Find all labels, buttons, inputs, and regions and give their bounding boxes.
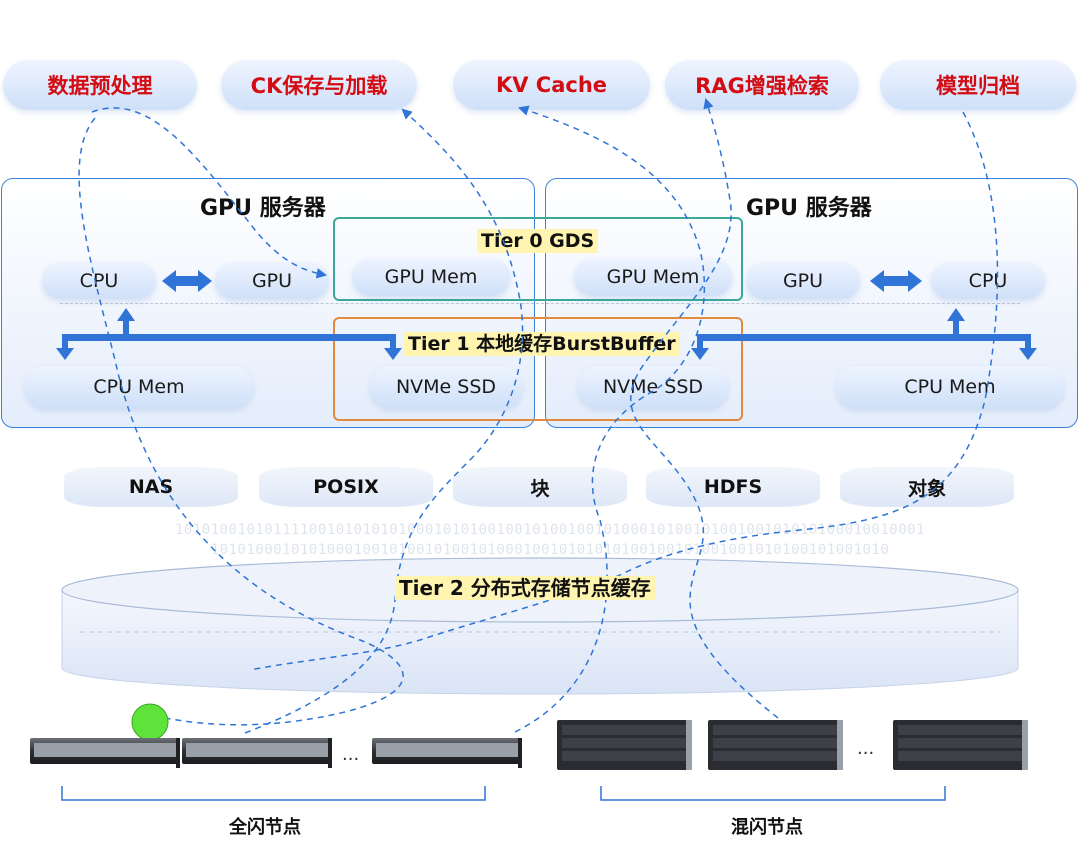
app-label: 数据预处理: [47, 74, 153, 98]
protocol-object: 对象: [840, 467, 1014, 507]
app-rag-retrieval: RAG增强检索: [665, 60, 859, 110]
tier1-label: Tier 1 本地缓存BurstBuffer: [404, 332, 680, 356]
gpu-server-title-right: GPU 服务器: [746, 196, 872, 221]
cpu-mem-chip-right: CPU Mem: [836, 366, 1064, 408]
app-checkpoint-save-load: CK保存与加载: [221, 60, 417, 110]
status-marker: [131, 703, 169, 741]
memory-bus-right: [691, 308, 1037, 360]
ellipsis-hybrid: ...: [857, 738, 875, 759]
nvme-ssd-chip-right: NVMe SSD: [578, 366, 728, 408]
cpu-chip-left: CPU: [42, 262, 156, 299]
all-flash-nodes-label: 全闪节点: [229, 817, 301, 838]
hybrid-bracket: [600, 786, 946, 801]
gpu-mem-chip-right: GPU Mem: [574, 258, 732, 296]
hybrid-server-3: [893, 720, 1028, 770]
tier0-box: [333, 217, 743, 301]
gpu-chip-right: GPU: [746, 262, 860, 299]
panel-divider: [60, 303, 1020, 304]
hybrid-nodes-label: 混闪节点: [731, 817, 803, 838]
chip-label: NVMe SSD: [602, 376, 704, 398]
nvme-ssd-chip-left: NVMe SSD: [370, 366, 522, 408]
gpu-server-title-left: GPU 服务器: [200, 196, 326, 221]
binary-line: 1010100010101000100101001010010100010010…: [210, 542, 890, 558]
tier2-cylinder: [61, 557, 1019, 695]
gpu-chip-left: GPU: [215, 262, 329, 299]
app-data-preprocessing: 数据预处理: [3, 60, 197, 110]
chip-label: GPU: [251, 269, 293, 292]
chip-label: CPU Mem: [93, 376, 185, 398]
data-flow-paths: [78, 97, 999, 734]
memory-bus-left: [56, 308, 402, 360]
cpu-gpu-link-right: [870, 270, 922, 292]
hybrid-server-1: [557, 720, 692, 770]
all-flash-bracket: [61, 786, 486, 801]
tier1-box: [333, 317, 743, 421]
chip-label: CPU Mem: [904, 376, 996, 398]
protocol-posix: POSIX: [259, 467, 433, 507]
chip-label: GPU Mem: [606, 266, 700, 288]
chip-label: GPU Mem: [384, 266, 478, 288]
chip-label: NVMe SSD: [395, 376, 497, 398]
cpu-mem-chip-left: CPU Mem: [25, 366, 253, 408]
ellipsis-all-flash: ...: [342, 744, 360, 765]
all-flash-server-3: [372, 738, 522, 768]
binary-line: 1010100101011110010101010100010101001001…: [174, 522, 925, 538]
app-label: 模型归档: [936, 74, 1020, 98]
chip-label: GPU: [782, 269, 824, 292]
protocol-nas: NAS: [64, 467, 238, 507]
hybrid-server-2: [708, 720, 843, 770]
tier0-label: Tier 0 GDS: [477, 229, 599, 253]
cpu-gpu-link-left: [162, 270, 212, 292]
app-label: CK保存与加载: [250, 74, 388, 98]
app-label: KV Cache: [495, 73, 608, 97]
app-model-archive: 模型归档: [880, 60, 1076, 110]
tier2-label: Tier 2 分布式存储节点缓存: [395, 576, 655, 600]
all-flash-server-2: [182, 738, 332, 768]
app-kv-cache: KV Cache: [453, 60, 650, 110]
gpu-mem-chip-left: GPU Mem: [352, 258, 510, 296]
all-flash-server-1: [30, 738, 180, 768]
app-label: RAG增强检索: [695, 74, 829, 98]
chip-label: CPU: [79, 269, 119, 292]
protocol-block: 块: [453, 467, 627, 507]
protocol-hdfs: HDFS: [646, 467, 820, 507]
